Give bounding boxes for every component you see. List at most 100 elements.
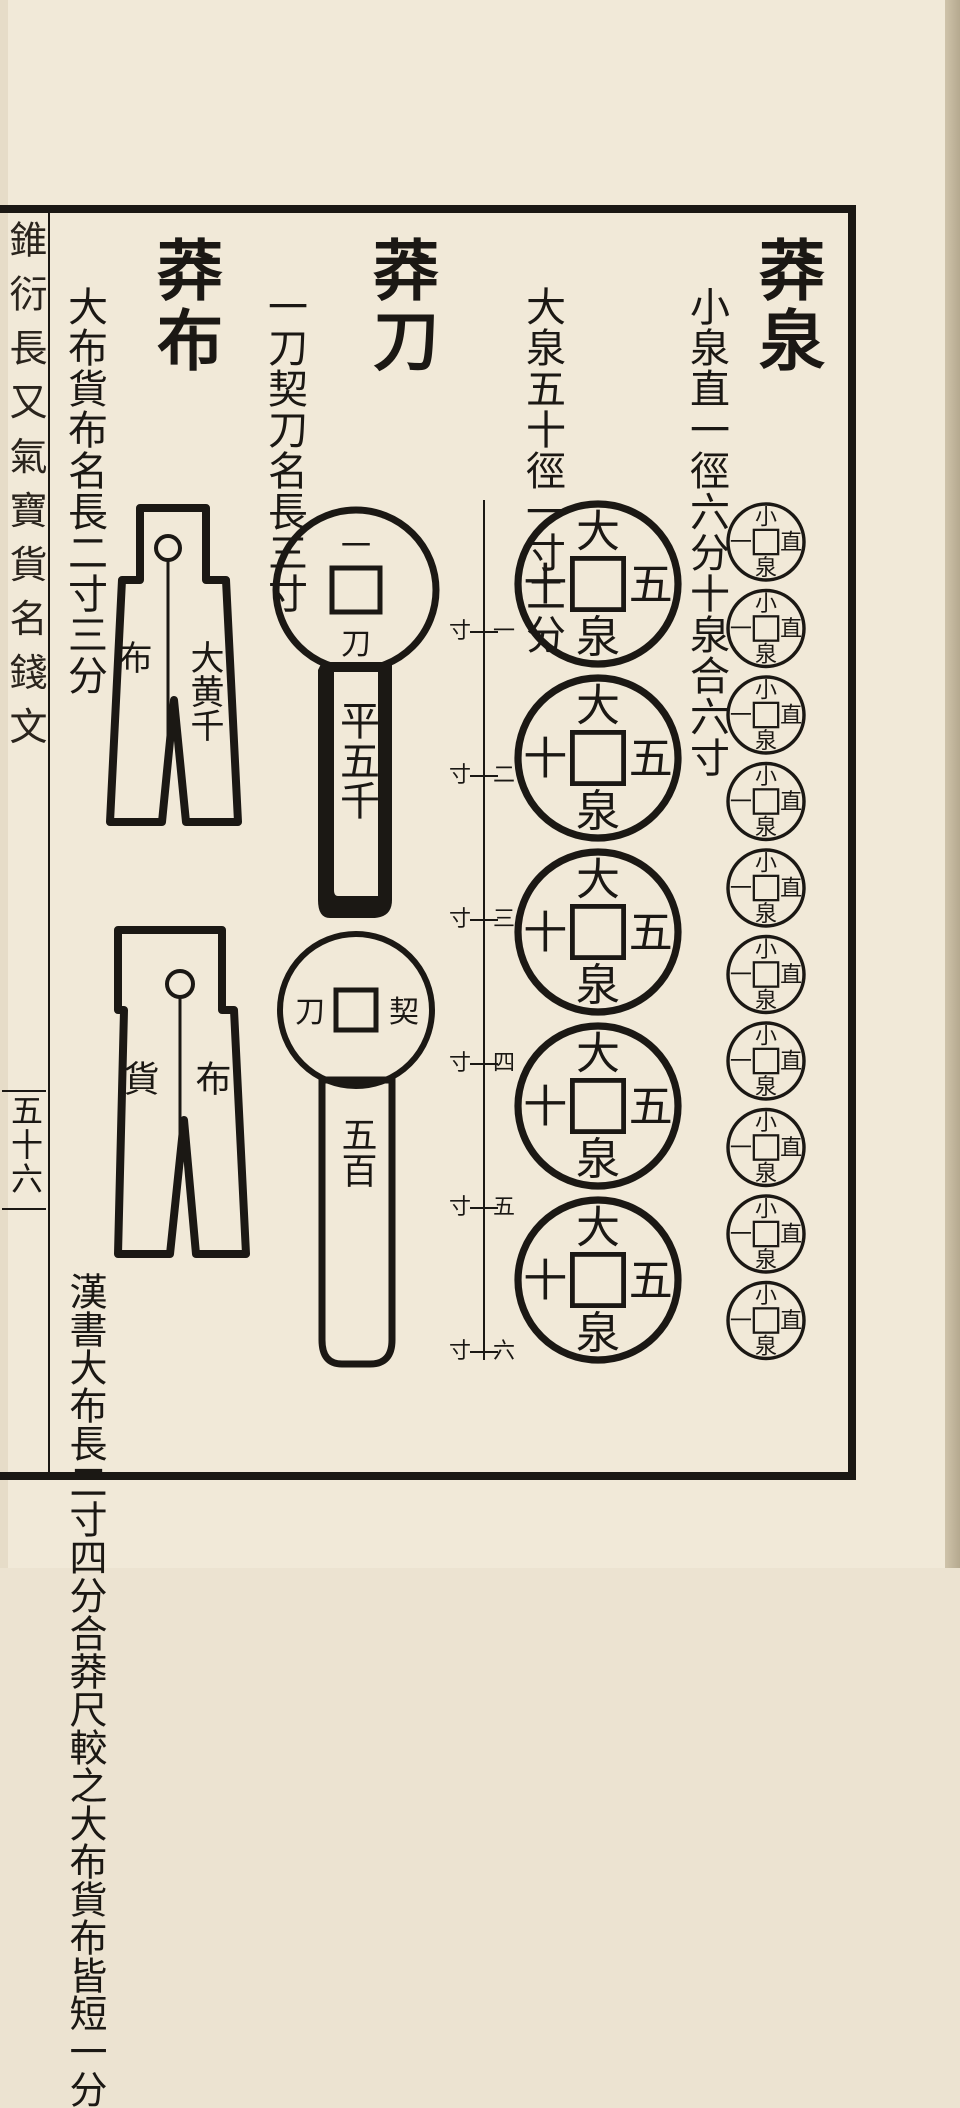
knife-coin-qi-dao [277, 931, 435, 1368]
coin-char-top: 大 [576, 1029, 620, 1080]
ruler-unit-label: 寸 [449, 619, 471, 644]
small-quan-coin: 小泉一直 [726, 675, 806, 755]
page-border-frame [0, 205, 856, 1480]
coin-char-right: 直 [780, 1136, 802, 1161]
knife-qi-left-char: 刀 [295, 995, 325, 1030]
coin-illustrations: 寸一寸二寸三寸四寸五寸六 小泉一直小泉一直小泉一直小泉一直小泉一直小泉一直小泉一… [106, 500, 806, 1368]
small-quan-coin: 小泉一直 [726, 1194, 806, 1274]
margin-rule [48, 213, 50, 1472]
coin-char-top: 大 [576, 681, 620, 732]
coin-char-bottom: 泉 [755, 556, 777, 581]
heading-quan: 莽泉 [748, 236, 826, 376]
coin-char-bottom: 泉 [576, 960, 620, 1011]
coin-char-bottom: 泉 [755, 1161, 777, 1186]
folio-number: 五十六 [6, 1094, 44, 1196]
coin-char-top: 大 [576, 507, 620, 558]
ruler-mark: 寸二 [449, 763, 515, 788]
coin-char-left: 一 [730, 877, 752, 902]
small-quan-coin: 小泉一 直 [726, 848, 806, 928]
coin-char-left: 十 [523, 1081, 567, 1132]
ruler-number-label: 二 [493, 763, 515, 788]
ruler-unit-label: 寸 [449, 907, 471, 932]
coin-char-top: 大 [576, 1203, 620, 1254]
coin-char-left: 十 [523, 733, 567, 784]
heading-dao: 莽刀 [362, 236, 440, 376]
coin-char-right: 直 [780, 1050, 802, 1075]
ruler-mark: 寸四 [449, 1051, 515, 1076]
coin-char-bottom: 泉 [576, 612, 620, 663]
ruler-number-label: 六 [493, 1339, 515, 1364]
coin-char-bottom: 泉 [576, 1308, 620, 1359]
coin-char-top: 小 [755, 1111, 777, 1136]
heading-bu: 莽布 [146, 236, 224, 376]
spade-da-left-text: 布 [112, 640, 152, 674]
coin-char-left: 十 [523, 1255, 567, 1306]
ruler-unit-label: 寸 [449, 763, 471, 788]
coin-char-right: 五 [629, 559, 673, 610]
coin-char-right: 直 [780, 704, 802, 729]
ruler-mark: 寸三 [449, 907, 515, 932]
coin-char-top: 小 [755, 938, 777, 963]
ruler-number-label: 三 [493, 907, 515, 932]
coin-char-left: 一 [730, 617, 752, 642]
coin-char-bottom: 泉 [755, 1334, 777, 1359]
coin-char-right: 五 [629, 907, 673, 958]
coin-char-right: 五 [629, 733, 673, 784]
coin-char-left: 一 [730, 1136, 752, 1161]
book-page [0, 0, 945, 1568]
coin-char-bottom: 泉 [755, 815, 777, 840]
coin-char-bottom: 泉 [755, 988, 777, 1013]
small-quan-coin: 小泉一直 [726, 1280, 806, 1361]
large-quan-coin: 大泉十 五 [514, 1196, 682, 1364]
ruler-unit-label: 寸 [449, 1051, 471, 1076]
coin-char-right: 五 [629, 1255, 673, 1306]
ruler-unit-label: 寸 [449, 1195, 471, 1220]
coin-char-left: 一 [730, 531, 752, 556]
coin-char-top: 大 [576, 855, 620, 906]
coin-char-top: 小 [755, 506, 777, 531]
spade-da-right-text: 大黄千 [184, 640, 224, 742]
knife-yi-blade-text: 平五千 [333, 700, 379, 820]
small-quan-coin: 小泉一 直 [726, 1107, 806, 1188]
coin-char-right: 直 [780, 963, 802, 988]
coin-char-top: 小 [755, 852, 777, 877]
coin-char-right: 直 [780, 531, 802, 556]
left-binding-margin [0, 0, 8, 1568]
large-quan-coin: 大泉十 五 [514, 674, 682, 842]
small-quan-coin: 小泉一 直 [726, 761, 806, 842]
margin-title: 錐 衍 長 又 氣 寶 貨 名 錢 文 [3, 220, 47, 747]
knife-yi-top-char: 一 [341, 529, 371, 564]
coin-char-top: 小 [755, 679, 777, 704]
coin-char-right: 直 [780, 877, 802, 902]
coin-char-top: 小 [755, 1025, 777, 1050]
coin-char-bottom: 泉 [755, 902, 777, 927]
large-quan-coin: 大泉十 五 [514, 500, 682, 668]
spade-coin-huo-bu [114, 926, 250, 1258]
coin-char-left: 一 [730, 790, 752, 815]
coin-char-bottom: 泉 [755, 642, 777, 667]
page-edge [945, 0, 960, 1568]
small-quan-coin: 小泉一 直 [726, 934, 806, 1015]
large-quan-coin: 大泉十 五 [514, 848, 682, 1016]
coin-char-bottom: 泉 [755, 1248, 777, 1273]
coin-char-right: 五 [629, 1081, 673, 1132]
knife-qi-right-char: 契 [389, 995, 419, 1030]
coin-char-bottom: 泉 [576, 786, 620, 837]
coin-char-left: 一 [730, 1050, 752, 1075]
coin-char-left: 一 [730, 963, 752, 988]
ruler-mark: 寸五 [449, 1195, 515, 1220]
coin-char-bottom: 泉 [576, 1134, 620, 1185]
coin-char-right: 直 [780, 1309, 802, 1334]
coin-char-top: 小 [755, 592, 777, 617]
coin-char-top: 小 [755, 765, 777, 790]
coin-char-left: 一 [730, 1223, 752, 1248]
small-quan-coin: 小泉一直 [726, 1021, 806, 1101]
coin-char-right: 直 [780, 1223, 802, 1248]
small-quan-coin: 小泉一直 [726, 588, 806, 669]
coin-char-left: 十 [523, 559, 567, 610]
coin-char-right: 直 [780, 790, 802, 815]
ruler-mark: 寸六 [449, 1339, 515, 1364]
knife-coin-yi-dao [272, 506, 440, 918]
coin-char-left: 十 [523, 907, 567, 958]
coin-char-left: 一 [730, 704, 752, 729]
